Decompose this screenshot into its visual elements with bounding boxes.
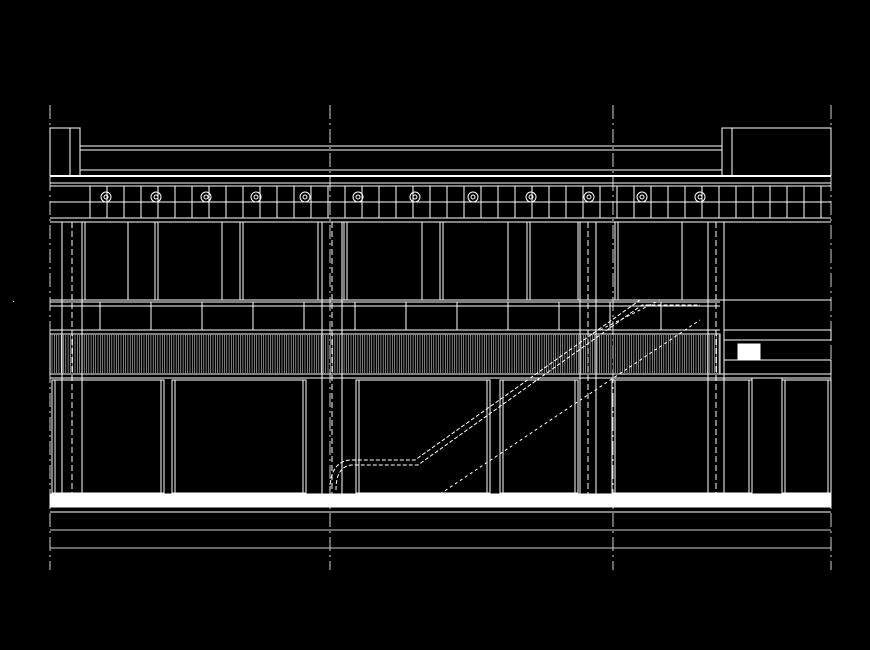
beam-circle-inner xyxy=(697,194,703,200)
beam-circle xyxy=(694,191,706,203)
beam-circle xyxy=(409,191,421,203)
beam-circle-inner xyxy=(203,194,209,200)
beam-circle xyxy=(299,191,311,203)
beam-circle-inner xyxy=(253,194,259,200)
right-door-jamb xyxy=(751,377,783,495)
beam-circle xyxy=(250,191,262,203)
lower-glass-bay xyxy=(499,379,579,494)
beam-circle-inner xyxy=(412,194,418,200)
lower-glass-bay xyxy=(611,379,753,494)
ground-slab-solid xyxy=(49,493,832,508)
beam-circle-inner xyxy=(586,194,592,200)
beam-circle-inner xyxy=(302,194,308,200)
lower-glass-bay xyxy=(355,379,491,494)
escalator-top-landing xyxy=(599,299,661,331)
upper-window-pane xyxy=(526,221,579,301)
ceiling-beam-band xyxy=(50,185,831,223)
beam-circle-inner xyxy=(153,194,159,200)
escalator xyxy=(329,299,701,495)
beam-circle xyxy=(150,191,162,203)
ground-slab xyxy=(49,493,832,513)
beam-circle-inner xyxy=(355,194,361,200)
beam-circle xyxy=(100,191,112,203)
right-ledge xyxy=(723,329,832,341)
beam-circle xyxy=(636,191,648,203)
upper-floor-windows xyxy=(50,221,831,301)
beam-circle xyxy=(467,191,479,203)
beam-circle-inner xyxy=(470,194,476,200)
upper-window-pane xyxy=(614,221,683,301)
beam-circle-inner xyxy=(528,194,534,200)
beam-circle-inner xyxy=(103,194,109,200)
right-solid-block xyxy=(737,343,761,361)
beam-circle xyxy=(525,191,537,203)
beam-circle xyxy=(352,191,364,203)
hatch-band-frame xyxy=(49,333,721,375)
escalator-handrail xyxy=(329,299,700,491)
upper-window-pane xyxy=(439,221,509,301)
roof-parapet xyxy=(49,127,832,184)
upper-railing xyxy=(50,301,720,331)
upper-window-pane xyxy=(154,221,223,301)
lower-glass-bay xyxy=(781,379,832,494)
right-parapet-block xyxy=(721,127,832,177)
beam-circle xyxy=(200,191,212,203)
upper-window-pane xyxy=(81,221,129,301)
beam-circle-inner xyxy=(639,194,645,200)
right-step xyxy=(723,359,832,375)
left-edge-mark: · xyxy=(12,297,15,308)
escalator-underside xyxy=(439,319,701,495)
right-side-details xyxy=(723,329,832,495)
escalator-handrail xyxy=(335,304,700,491)
upper-window-pane xyxy=(239,221,319,301)
lower-glass-bay xyxy=(51,379,165,494)
slab-hatch-band xyxy=(49,333,831,379)
beam-circle xyxy=(583,191,595,203)
lower-floor-glazing xyxy=(51,379,832,494)
lower-glass-bay xyxy=(171,379,307,494)
left-parapet-block xyxy=(49,127,81,177)
upper-window-pane xyxy=(343,221,423,301)
